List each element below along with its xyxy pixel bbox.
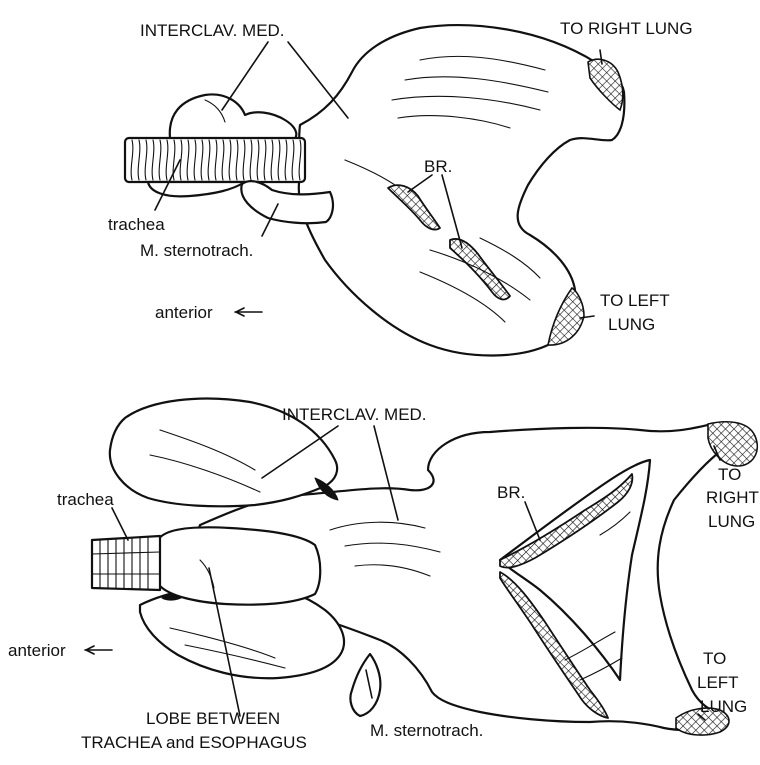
bottom-label-to-right-lung-1: TO <box>718 465 741 484</box>
top-label-m-sternotrach: M. sternotrach. <box>140 241 253 260</box>
bottom-label-m-sternotrach: M. sternotrach. <box>370 721 483 740</box>
bottom-label-to-left-lung-2: LEFT <box>697 673 739 692</box>
top-panel: INTERCLAV. MED. TO RIGHT LUNG BR. trache… <box>108 19 693 356</box>
bottom-label-to-left-lung-1: TO <box>703 649 726 668</box>
top-label-anterior: anterior <box>155 303 213 322</box>
bottom-label-to-right-lung-3: LUNG <box>708 512 755 531</box>
bottom-label-to-right-lung-2: RIGHT <box>706 488 759 507</box>
top-label-interclav-med: INTERCLAV. MED. <box>140 21 285 40</box>
top-label-trachea: trachea <box>108 215 165 234</box>
bottom-label-anterior: anterior <box>8 641 66 660</box>
bottom-label-trachea: trachea <box>57 490 114 509</box>
bottom-label-lobe-1: LOBE BETWEEN <box>146 709 280 728</box>
top-label-to-left-lung-2: LUNG <box>608 315 655 334</box>
bottom-label-to-left-lung-3: LUNG <box>700 697 747 716</box>
top-label-br: BR. <box>424 157 452 176</box>
bottom-label-interclav-med: INTERCLAV. MED. <box>282 405 427 424</box>
bottom-label-br: BR. <box>497 483 525 502</box>
bottom-medial-lobe <box>154 527 321 604</box>
bottom-panel: INTERCLAV. MED. trachea BR. TO RIGHT LUN… <box>8 399 759 752</box>
bottom-trachea-tube <box>92 536 160 590</box>
bottom-sternotracheal-muscle <box>350 654 380 716</box>
top-label-to-right-lung: TO RIGHT LUNG <box>560 19 693 38</box>
top-label-to-left-lung-1: TO LEFT <box>600 291 670 310</box>
bottom-right-lung-opening <box>708 422 757 466</box>
top-medial-lobe <box>170 94 297 144</box>
bottom-label-lobe-2: TRACHEA and ESOPHAGUS <box>81 733 307 752</box>
top-trachea-tube <box>125 138 305 182</box>
